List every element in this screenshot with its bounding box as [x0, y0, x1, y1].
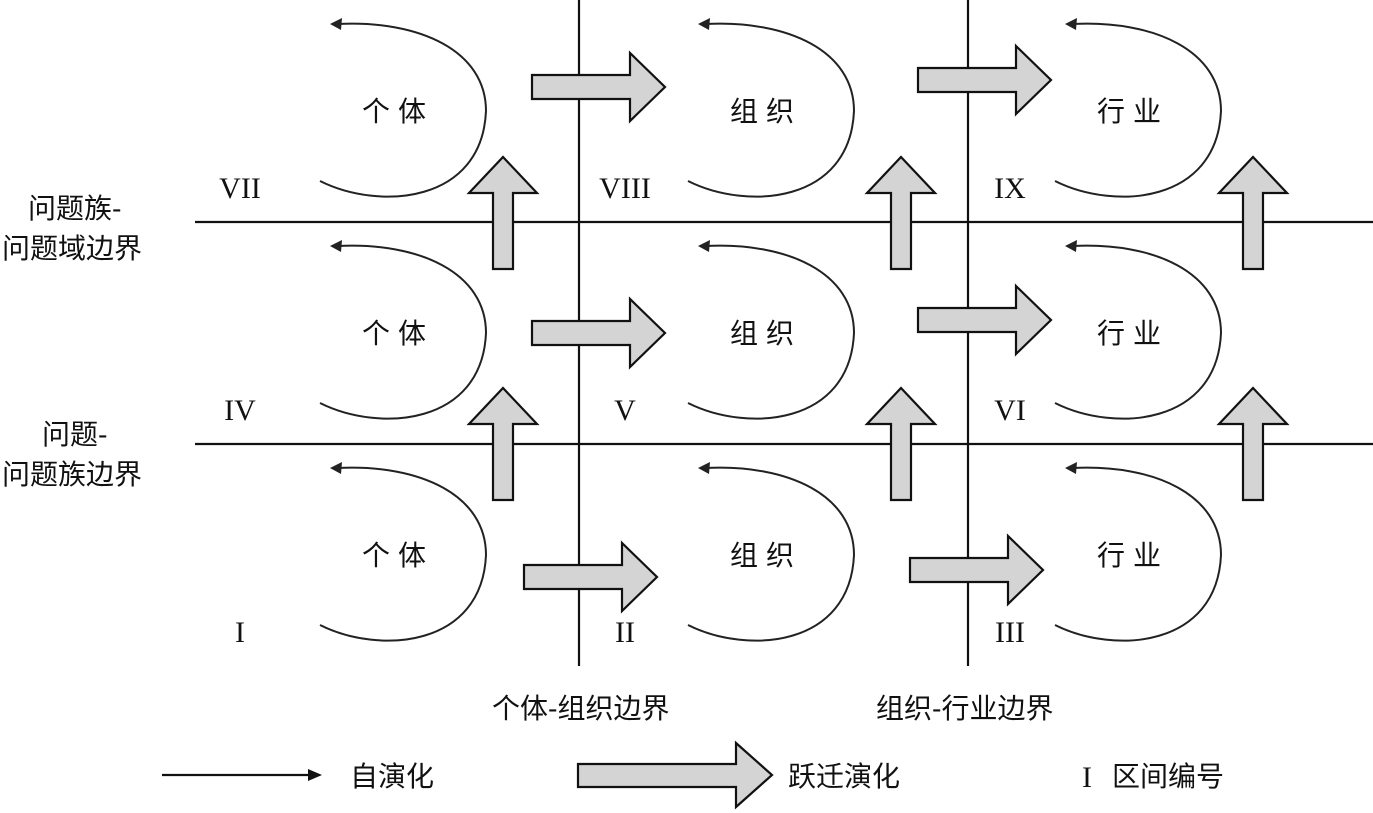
cell-IV: 个体 IV	[224, 240, 488, 427]
self-evolution-loop-icon	[687, 466, 856, 642]
self-evolution-loop-icon	[319, 22, 488, 198]
self-evolution-arrowhead-icon	[1065, 240, 1077, 252]
leap-arrow-up-to-domain-icon	[1216, 155, 1290, 271]
leap-arrow-up-to-domain-icon	[466, 155, 540, 271]
cell-label: 组织	[730, 539, 802, 572]
legend-self-evolution-arrowhead-icon	[308, 769, 322, 781]
self-evolution-loop-icon	[687, 244, 856, 420]
self-evolution-arrowhead-icon	[330, 18, 342, 30]
self-evolution-arrowhead-icon	[698, 240, 710, 252]
self-evolution-arrowhead-icon	[1065, 462, 1077, 474]
cell-label: 组织	[730, 317, 802, 350]
self-evolution-loop-icon	[1054, 244, 1223, 420]
self-evolution-loop-icon	[1054, 466, 1223, 642]
region-numeral: IX	[994, 172, 1026, 205]
cell-II: 组织 II	[615, 462, 856, 649]
boundary-label-upper-line1: 问题族-	[28, 192, 121, 225]
leap-arrow-up-to-domain-icon	[864, 155, 938, 271]
self-evolution-loop-icon	[1054, 22, 1223, 198]
region-numeral: IV	[224, 394, 256, 427]
cell-VII: 个体 VII	[219, 18, 488, 205]
cell-label: 组织	[730, 95, 802, 128]
cell-label: 个体	[362, 95, 434, 128]
cell-I: 个体 I	[235, 462, 488, 649]
leap-arrow-up-to-family-icon	[466, 386, 540, 502]
legend-self-evolution-label: 自演化	[350, 760, 434, 793]
cell-IX: 行业 IX	[994, 18, 1223, 205]
leap-arrow-up-to-family-icon	[864, 386, 938, 502]
leap-arrow-individual-to-organization-icon	[530, 296, 667, 370]
leap-arrow-organization-to-industry-icon	[916, 43, 1053, 117]
region-numeral: II	[615, 616, 635, 649]
leap-arrow-organization-to-industry-icon	[908, 533, 1045, 607]
region-numeral: I	[235, 616, 245, 649]
self-evolution-arrowhead-icon	[330, 240, 342, 252]
boundary-label-lower-line1: 问题-	[42, 418, 107, 451]
cell-VI: 行业 VI	[994, 240, 1223, 427]
self-evolution-arrowhead-icon	[330, 462, 342, 474]
region-numeral: V	[614, 394, 636, 427]
region-numeral: VI	[994, 394, 1026, 427]
region-numeral: VII	[219, 172, 261, 205]
cell-label: 个体	[362, 317, 434, 350]
self-evolution-loop-icon	[319, 244, 488, 420]
cell-V: 组织 V	[614, 240, 856, 427]
cell-III: 行业 III	[995, 462, 1223, 649]
legend-region-number-symbol: I	[1082, 761, 1092, 794]
region-numeral: VIII	[599, 172, 651, 205]
self-evolution-arrowhead-icon	[698, 462, 710, 474]
leap-arrow-organization-to-industry-icon	[916, 283, 1053, 357]
leap-arrow-individual-to-organization-icon	[530, 50, 667, 124]
boundary-label-lower-line2: 问题族边界	[2, 458, 142, 491]
cell-label: 行业	[1097, 539, 1169, 572]
region-numeral: III	[995, 616, 1025, 649]
leap-arrow-up-to-family-icon	[1216, 386, 1290, 502]
boundary-label-organization-industry: 组织-行业边界	[876, 692, 1053, 725]
self-evolution-loop-icon	[687, 22, 856, 198]
legend-leap-evolution-label: 跃迁演化	[788, 760, 900, 793]
cell-label: 行业	[1097, 95, 1169, 128]
cell-VIII: 组织 VIII	[599, 18, 856, 205]
self-evolution-loop-icon	[319, 466, 488, 642]
legend: 自演化 跃迁演化 I 区间编号	[162, 740, 1224, 810]
cell-label: 个体	[362, 539, 434, 572]
cell-label: 行业	[1097, 317, 1169, 350]
boundary-label-individual-organization: 个体-组织边界	[492, 692, 669, 725]
self-evolution-arrowhead-icon	[1065, 18, 1077, 30]
self-evolution-arrowhead-icon	[698, 18, 710, 30]
legend-region-number-label: 区间编号	[1112, 760, 1224, 793]
leap-arrow-individual-to-organization-icon	[522, 540, 659, 614]
legend-leap-evolution-arrow-icon	[576, 740, 774, 810]
boundary-label-upper-line2: 问题域边界	[2, 232, 142, 265]
